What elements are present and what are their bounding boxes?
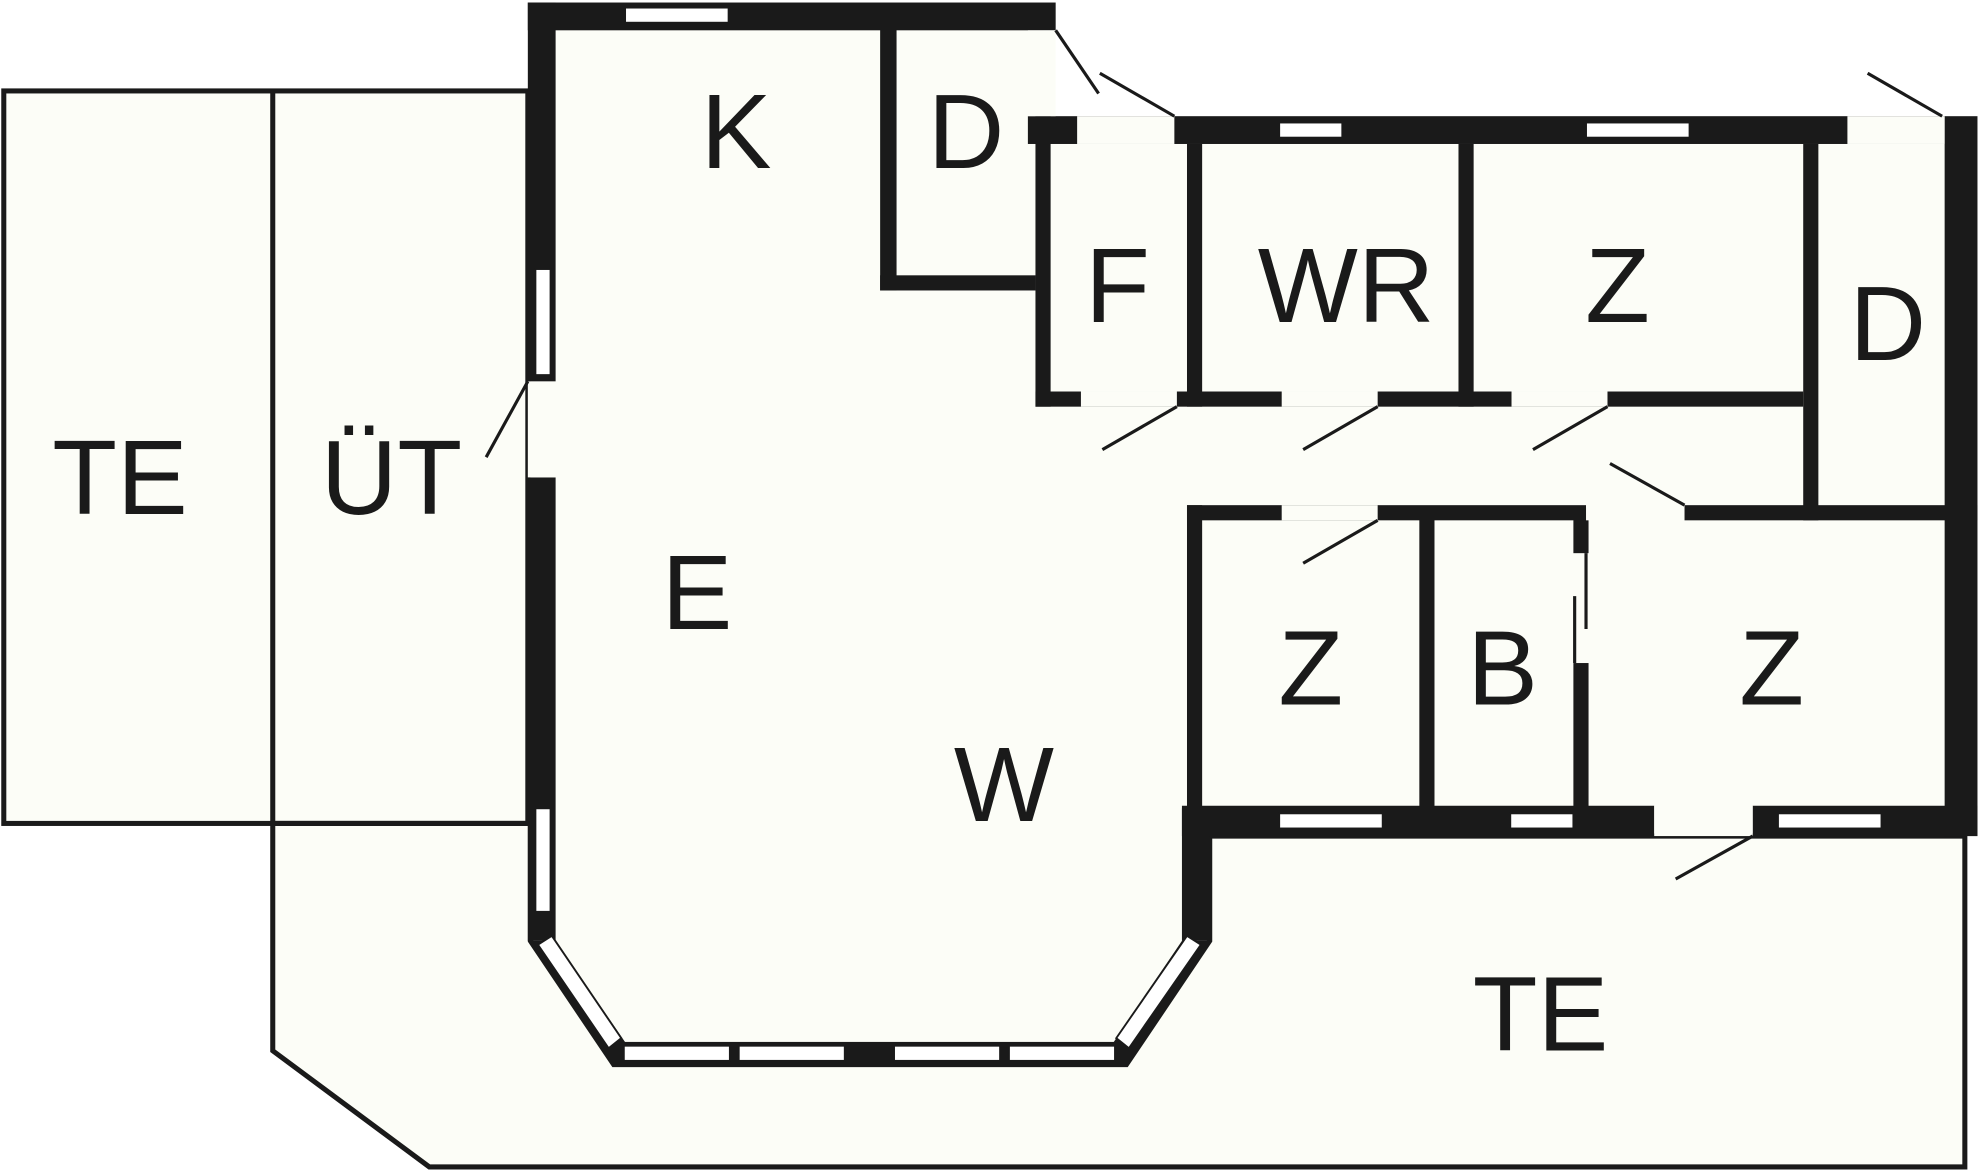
room-label-z-top: Z (1585, 227, 1650, 345)
room-labels: TE ÜT K D F WR Z D E W Z B Z TE (52, 73, 1926, 1074)
room-label-ut: ÜT (321, 419, 462, 537)
room-label-b: B (1467, 610, 1538, 728)
door-swings (484, 29, 1943, 881)
room-label-d-right: D (1850, 265, 1927, 383)
room-label-z-mid: Z (1278, 610, 1343, 728)
room-label-kitchen: K (701, 73, 772, 191)
terrace-left (1, 88, 531, 826)
room-label-d-kitchen: D (928, 73, 1005, 191)
room-label-e: E (662, 534, 733, 652)
room-label-z-right: Z (1739, 610, 1804, 728)
room-label-f: F (1085, 227, 1150, 345)
windows (534, 6, 1883, 1062)
room-label-terrace: TE (52, 419, 188, 537)
room-label-w: W (954, 726, 1054, 844)
openings (527, 30, 1945, 837)
room-label-wr: WR (1258, 227, 1435, 345)
room-label-terrace-bottom: TE (1473, 956, 1609, 1074)
